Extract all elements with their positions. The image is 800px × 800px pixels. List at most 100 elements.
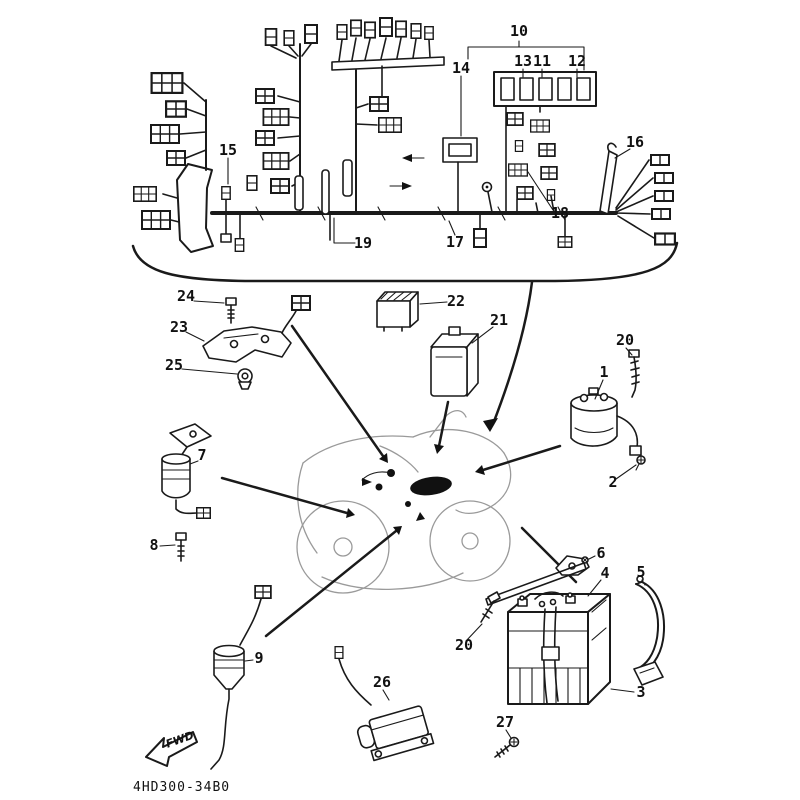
callout-16: 16	[626, 133, 644, 151]
pointer-lines	[220, 324, 578, 638]
callout-14: 14	[452, 59, 470, 77]
connector-block	[150, 72, 184, 94]
connector-block	[196, 507, 211, 519]
connector-block	[653, 172, 675, 184]
callout-27: 27	[496, 713, 514, 731]
connector-block	[508, 163, 528, 177]
connector-block	[364, 21, 376, 39]
callout-25: 25	[165, 356, 183, 374]
part-1-starter-relay	[570, 387, 642, 456]
pointer-arrow-icon	[393, 526, 402, 535]
top-connector-row	[321, 16, 445, 215]
connector-block	[291, 295, 311, 311]
part-27-screw	[494, 736, 520, 758]
pointer-arrow-icon	[346, 508, 355, 518]
pointer-arrow-icon	[379, 453, 388, 463]
callout-10: 10	[510, 22, 528, 40]
location-arrows	[362, 478, 425, 521]
connector-block	[350, 19, 362, 37]
harness-clamp	[294, 175, 304, 211]
wire-bundle	[331, 56, 445, 71]
connector-block	[166, 150, 186, 166]
fuse-box-cover	[442, 137, 478, 214]
harness-clamp	[342, 159, 353, 197]
wiring-harness-section	[132, 16, 676, 253]
pointer-arrow-icon	[483, 418, 498, 432]
connector-block	[220, 186, 232, 200]
connector-block	[540, 166, 558, 180]
connector-block	[234, 238, 245, 252]
callout-15: 15	[219, 141, 237, 159]
fwd-arrow-icon	[145, 731, 198, 767]
callout-7: 7	[197, 446, 206, 464]
connector-block	[165, 100, 187, 118]
part-5-bracket	[633, 575, 665, 686]
connector-block	[262, 108, 290, 126]
fuse	[557, 77, 572, 101]
section-brace	[131, 241, 679, 432]
connector-block	[269, 178, 291, 194]
direction-arrow-icon	[402, 154, 412, 162]
part-20-bolt-battery	[480, 591, 501, 623]
harness-lower-stubs	[234, 214, 573, 252]
part-22-relay	[376, 291, 419, 332]
connector-block	[303, 24, 319, 44]
fwd-arrow: FWD	[145, 729, 198, 767]
highlighted-wiring-blob	[361, 469, 452, 507]
part-7-sensor-assembly	[161, 423, 212, 519]
connector-block	[514, 140, 524, 152]
right-connector-cluster	[481, 112, 558, 214]
pointer-arrow-icon	[475, 465, 485, 475]
diagram-code: 4HD300-34B0	[133, 780, 230, 795]
callout-17: 17	[446, 233, 464, 251]
callout-12: 12	[568, 52, 586, 70]
fuse	[576, 77, 591, 101]
connector-block	[132, 186, 158, 202]
connector-block	[254, 88, 276, 104]
connector-block	[506, 112, 524, 126]
callout-22: 22	[447, 292, 465, 310]
left-connector-cluster	[132, 72, 207, 230]
connector-block	[254, 130, 276, 146]
callout-11: 11	[533, 52, 551, 70]
connector-block	[395, 20, 407, 38]
connector-block	[254, 585, 272, 599]
callout-21: 21	[490, 311, 508, 329]
callout-leaders	[159, 40, 646, 739]
connector-block	[516, 186, 534, 200]
band-buckle	[541, 646, 560, 661]
connector-block	[141, 210, 171, 230]
connector-block	[538, 143, 556, 157]
part-8-bolt	[175, 532, 187, 562]
pointer-arrow-icon	[434, 444, 444, 454]
connector-block	[473, 228, 487, 248]
part-4-battery-band	[534, 591, 564, 704]
main-harness	[176, 99, 618, 253]
harness-stay	[599, 150, 618, 215]
callout-20: 20	[616, 331, 634, 349]
connector-block	[650, 208, 672, 220]
callout-24: 24	[177, 287, 195, 305]
callout-20-b: 20	[455, 636, 473, 654]
connector-block	[245, 175, 259, 191]
connector-block	[283, 30, 295, 46]
connector-block	[530, 119, 550, 133]
connector-block	[150, 124, 180, 144]
part-25-grommet	[237, 368, 253, 390]
callout-6: 6	[596, 544, 605, 562]
battery-stay-rod	[485, 562, 587, 606]
connector-block	[336, 24, 348, 40]
connector-block	[654, 232, 676, 246]
fuse-box	[493, 71, 597, 214]
connector-block	[379, 16, 393, 38]
part-9-sender-unit	[210, 585, 272, 770]
part-20-bolt-right	[628, 349, 640, 398]
harness-branch-flag	[176, 163, 214, 253]
part-24-bolt	[225, 297, 237, 324]
callout-23: 23	[170, 318, 188, 336]
connector-block	[334, 646, 344, 659]
callout-19: 19	[354, 234, 372, 252]
connector-block	[368, 96, 390, 112]
right-edge-connectors	[599, 142, 676, 246]
part-23-bracket	[202, 295, 311, 363]
